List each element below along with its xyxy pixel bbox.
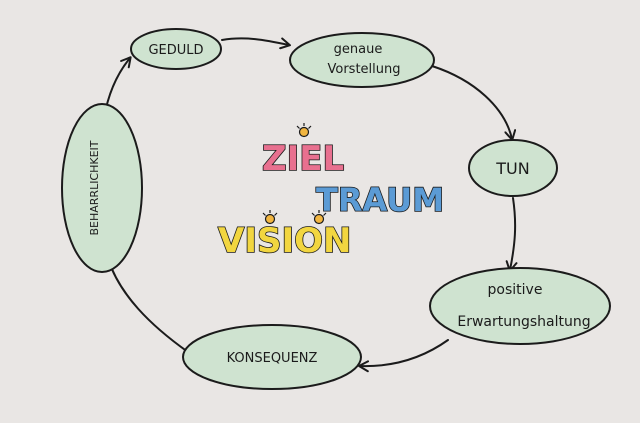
- node-konsequenz: KONSEQUENZ: [182, 324, 362, 390]
- center-words: ZIEL TRAUM VISION: [217, 123, 445, 262]
- arrow-konsequenz-to-beharrlichkeit: [104, 257, 189, 353]
- node-positive-erwartungshaltung: positive Erwartungshaltung: [429, 267, 611, 345]
- sun-doodle-vision-2: [311, 210, 327, 225]
- node-vorstellung-line2: Vorstellung: [327, 62, 400, 77]
- node-genaue-vorstellung: genaue Vorstellung: [289, 32, 435, 88]
- sun-doodle-ziel: [296, 123, 312, 138]
- node-geduld: GEDULD: [130, 28, 222, 70]
- node-geduld-label: GEDULD: [148, 43, 203, 58]
- arrow-tun-to-erwartung: [505, 197, 518, 272]
- node-tun-label: TUN: [495, 159, 529, 178]
- node-erwartung-line1: positive: [488, 282, 543, 298]
- node-erwartung-line2: Erwartungshaltung: [457, 314, 590, 330]
- arrow-vorstellung-to-tun: [431, 65, 517, 141]
- node-beharrlichkeit: BEHARRLICHKEIT: [61, 103, 143, 273]
- arrow-erwartung-to-konsequenz: [358, 339, 449, 373]
- node-vorstellung-line1: genaue: [334, 42, 383, 57]
- word-ziel: ZIEL: [262, 139, 344, 179]
- arrow-geduld-to-vorstellung: [221, 37, 291, 50]
- node-konsequenz-label: KONSEQUENZ: [227, 351, 318, 366]
- node-tun: TUN: [468, 139, 558, 197]
- sun-doodle-vision-1: [262, 210, 278, 225]
- word-vision: VISION: [218, 221, 351, 261]
- node-beharrlichkeit-label: BEHARRLICHKEIT: [88, 140, 101, 235]
- word-traum: TRAUM: [316, 181, 444, 219]
